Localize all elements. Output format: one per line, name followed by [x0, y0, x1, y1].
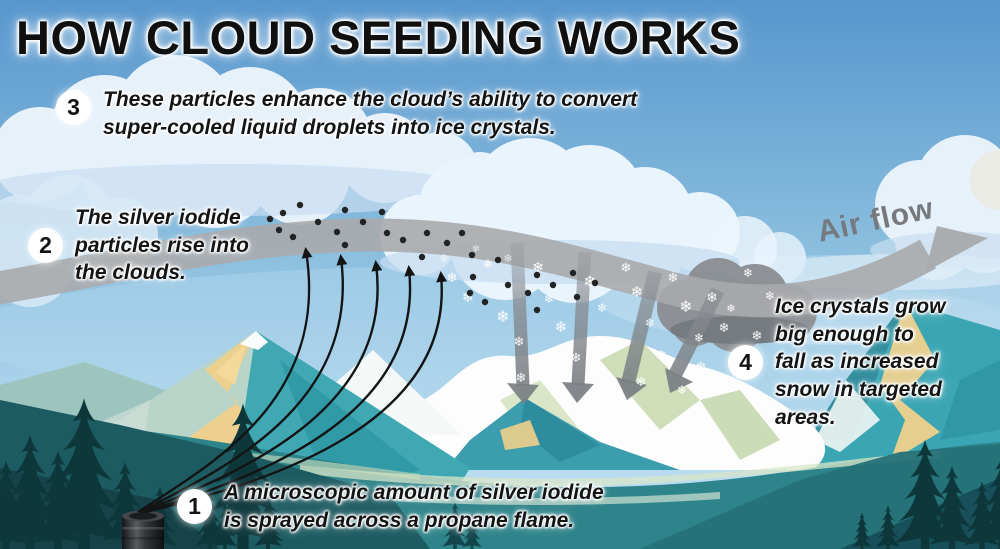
right-mountain: [780, 302, 1000, 470]
svg-text:❄: ❄: [555, 318, 568, 336]
svg-text:❄: ❄: [472, 244, 480, 255]
svg-text:❄: ❄: [621, 261, 632, 276]
airflow-arrow-icon: [0, 218, 988, 318]
svg-text:❄: ❄: [719, 321, 730, 336]
svg-text:❄: ❄: [571, 351, 582, 366]
svg-text:❄: ❄: [597, 301, 607, 315]
svg-text:❄: ❄: [694, 331, 704, 345]
svg-text:❄: ❄: [514, 335, 525, 350]
step-1: 1 A microscopic amount of silver iodide …: [177, 479, 647, 534]
step-2-text: The silver iodide particles rise into th…: [75, 206, 249, 285]
svg-text:❄: ❄: [503, 252, 512, 265]
step-3-text: These particles enhance the cloud’s abil…: [103, 88, 638, 139]
seeding-generator: [122, 510, 164, 549]
svg-text:❄: ❄: [645, 316, 655, 330]
svg-text:❄: ❄: [631, 283, 644, 301]
snow-mountain: [330, 336, 826, 470]
snowflake-icon: ❄❄ ❄❄ ❄❄ ❄❄ ❄❄ ❄❄ ❄❄ ❄❄ ❄❄ ❄❄ ❄❄ ❄❄ ❄❄ ❄…: [439, 244, 775, 400]
svg-text:❄: ❄: [583, 272, 596, 291]
page-title: HOW CLOUD SEEDING WORKS: [16, 11, 741, 64]
svg-text:❄: ❄: [696, 360, 707, 375]
svg-text:❄: ❄: [496, 307, 509, 326]
svg-text:❄: ❄: [655, 348, 667, 364]
svg-text:❄: ❄: [668, 271, 679, 286]
svg-text:❄: ❄: [743, 266, 753, 280]
svg-text:❄: ❄: [596, 381, 606, 395]
svg-text:❄: ❄: [765, 289, 775, 303]
svg-text:❄: ❄: [439, 252, 448, 265]
step-2-badge: 2: [28, 228, 63, 264]
svg-text:❄: ❄: [636, 375, 647, 390]
svg-text:❄: ❄: [483, 257, 493, 271]
svg-text:❄: ❄: [555, 384, 567, 400]
snowfall-arrow-icon: [507, 242, 725, 404]
step-1-text: A microscopic amount of silver iodide is…: [224, 481, 604, 532]
svg-text:❄: ❄: [679, 297, 692, 316]
svg-text:❄: ❄: [677, 383, 687, 397]
svg-text:❄: ❄: [607, 335, 619, 351]
svg-text:❄: ❄: [544, 292, 554, 306]
cloud-top-left: [0, 55, 510, 228]
svg-text:❄: ❄: [706, 290, 718, 306]
step-3: 3 These particles enhance the cloud’s ab…: [56, 86, 736, 141]
step-4-badge: 4: [728, 344, 763, 380]
svg-text:❄: ❄: [516, 371, 527, 386]
step-3-badge: 3: [56, 90, 91, 125]
step-4: 4 Ice crystals grow big enough to fall a…: [728, 293, 978, 432]
svg-text:❄: ❄: [752, 329, 763, 344]
step-2: 2 The silver iodide particles rise into …: [28, 204, 308, 287]
svg-text:❄: ❄: [532, 260, 544, 276]
svg-text:❄: ❄: [726, 302, 735, 315]
svg-text:❄: ❄: [447, 271, 458, 286]
step-1-badge: 1: [177, 489, 212, 525]
step-4-text: Ice crystals grow big enough to fall as …: [775, 295, 946, 429]
particle-dot: [266, 201, 599, 314]
